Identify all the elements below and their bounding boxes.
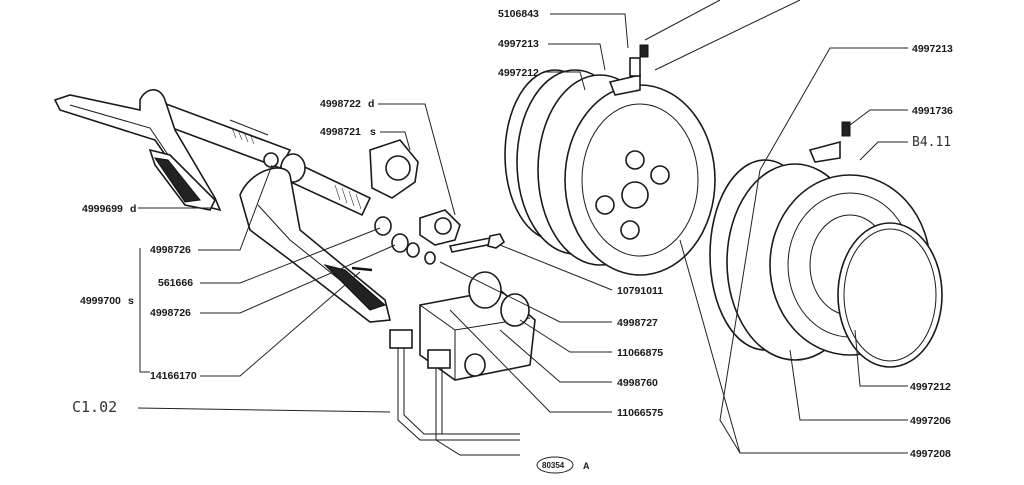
label-4997206: 4997206 (910, 415, 951, 427)
part-labels: 5106843 4997213 4997212 4998722 d 499872… (72, 8, 953, 474)
label-4998721: 4998721 (320, 126, 361, 138)
label-c102: C1.02 (72, 398, 117, 416)
label-4991736: 4991736 (912, 105, 953, 117)
label-4998722: 4998722 (320, 98, 361, 110)
label-4997213-right: 4997213 (912, 43, 953, 55)
label-4999700-suffix: s (128, 295, 134, 307)
label-5106843: 5106843 (498, 8, 539, 20)
label-11066575: 11066575 (617, 407, 663, 419)
label-4997212-top: 4997212 (498, 67, 539, 79)
label-b411: B4.11 (912, 135, 951, 150)
label-4999700: 4999700 (80, 295, 121, 307)
valve-body (389, 271, 536, 456)
label-4998760: 4998760 (617, 377, 658, 389)
label-ref-suffix: A (583, 461, 590, 471)
label-11066875: 11066875 (617, 347, 663, 359)
label-4998726-a: 4998726 (150, 244, 191, 256)
label-4998722-suffix: d (368, 98, 374, 110)
label-4998726-b: 4998726 (150, 307, 191, 319)
brake-drum-front (504, 44, 716, 276)
label-10791011: 10791011 (617, 285, 663, 297)
lift-arm-lower (239, 152, 392, 323)
brake-drum-rear (709, 121, 943, 368)
label-4997208: 4997208 (910, 448, 951, 460)
label-4998727: 4998727 (617, 317, 658, 329)
clamp-parts (369, 139, 506, 265)
label-4998721-suffix: s (370, 126, 376, 138)
label-4999699-suffix: d (130, 203, 136, 215)
label-561666: 561666 (158, 277, 193, 289)
label-4997213-top: 4997213 (498, 38, 539, 50)
lift-arm-upper (53, 89, 292, 212)
label-4999699: 4999699 (82, 203, 123, 215)
leader-lines (137, 0, 908, 454)
reference-badge: 80354 A (536, 456, 590, 474)
label-4997212-right: 4997212 (910, 381, 951, 393)
label-14166170: 14166170 (150, 370, 197, 382)
label-ref: 80354 (542, 461, 565, 470)
